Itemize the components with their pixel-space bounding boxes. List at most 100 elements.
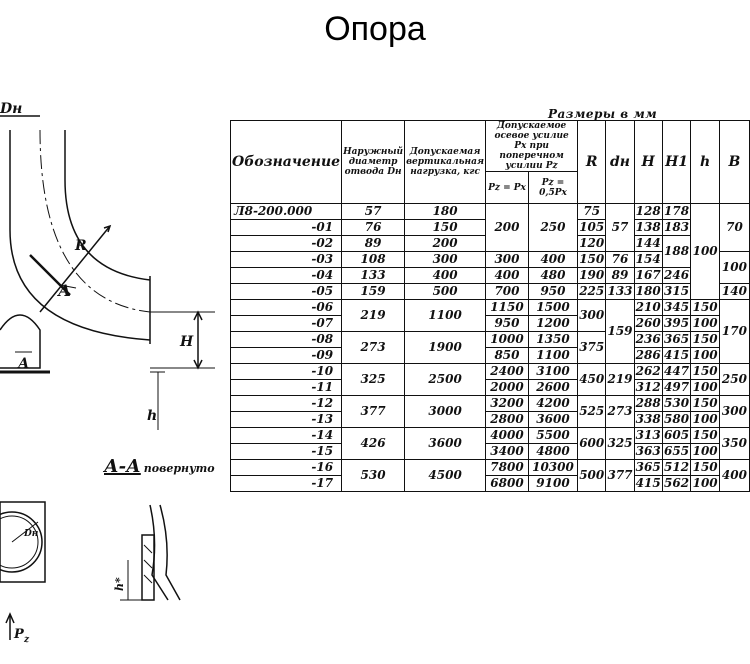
col-vertical-load: Допускаемая вертикальная нагрузка, кгс xyxy=(404,120,487,204)
h-arrow-bottom xyxy=(193,359,203,370)
pz-subscript: z xyxy=(23,635,30,645)
plan-view-frame xyxy=(0,501,46,583)
px-half-cell: 3600 xyxy=(527,411,579,428)
designation-cell: -16 xyxy=(229,459,343,476)
section-a-leader xyxy=(59,284,77,289)
designation-cell: -04 xyxy=(229,267,343,284)
px-half-cell: 4200 xyxy=(527,395,579,412)
b-cell: 170 xyxy=(718,299,750,364)
px-half-cell: 400 xyxy=(527,251,579,268)
small-h-cell: 100 xyxy=(690,443,720,460)
vertical-load-cell: 500 xyxy=(404,283,487,300)
col-designation: Обозначение xyxy=(229,120,343,204)
r-cell: 450 xyxy=(577,363,607,396)
designation-cell: -13 xyxy=(229,411,343,428)
h1-cell: 415 xyxy=(661,347,692,364)
vertical-load-cell: 1900 xyxy=(404,331,487,364)
b-cell: 100 xyxy=(718,251,750,284)
big-h-cell: 338 xyxy=(633,411,663,428)
h1-cell: 315 xyxy=(661,283,692,300)
outer-diameter-cell: 57 xyxy=(341,203,406,220)
dn-inner-cell: 273 xyxy=(605,395,635,428)
small-h-cell: 150 xyxy=(690,299,720,316)
px-eq-cell: 2800 xyxy=(485,411,529,428)
px-eq-cell: 850 xyxy=(485,347,529,364)
r-cell: 75 xyxy=(577,203,607,220)
support-drawing: Dн R А А H h Dн P z h* xyxy=(0,101,215,645)
designation-cell: -05 xyxy=(229,283,343,300)
section-hatch-3 xyxy=(143,574,153,584)
h1-cell: 530 xyxy=(661,395,692,412)
vertical-load-cell: 300 xyxy=(404,251,487,268)
designation-cell: -07 xyxy=(229,315,343,332)
dn-inner-cell: 133 xyxy=(605,283,635,300)
dn-inner-cell: 159 xyxy=(605,299,635,364)
px-eq-cell: 950 xyxy=(485,315,529,332)
big-h-cell: 144 xyxy=(633,235,663,252)
outer-diameter-cell: 377 xyxy=(341,395,406,428)
section-a-label-top: А xyxy=(57,281,71,300)
vertical-load-cell: 150 xyxy=(404,219,487,236)
col-dn: dн xyxy=(605,120,635,204)
plan-view-inner-circle xyxy=(0,515,39,569)
big-h-cell: 128 xyxy=(633,203,663,220)
section-label: А-А xyxy=(104,456,141,477)
r-cell: 525 xyxy=(577,395,607,428)
px-half-cell: 10300 xyxy=(527,459,579,476)
h1-cell: 178 xyxy=(661,203,692,220)
r-cell: 600 xyxy=(577,427,607,460)
r-label: R xyxy=(74,238,87,254)
b-cell: 140 xyxy=(718,283,750,300)
px-eq-cell: 300 xyxy=(485,251,529,268)
col-axial-force: Допускаемое осевое усилие Px при попереч… xyxy=(485,120,579,172)
vertical-load-cell: 4500 xyxy=(404,459,487,492)
r-cell: 120 xyxy=(577,235,607,252)
r-cell: 300 xyxy=(577,299,607,332)
vertical-load-cell: 1100 xyxy=(404,299,487,332)
big-h-cell: 262 xyxy=(633,363,663,380)
outer-diameter-cell: 89 xyxy=(341,235,406,252)
h1-cell: 605 xyxy=(661,427,692,444)
r-cell: 500 xyxy=(577,459,607,492)
units-caption: Размеры в мм xyxy=(548,107,658,121)
outer-diameter-cell: 76 xyxy=(341,219,406,236)
px-eq-cell: 3400 xyxy=(485,443,529,460)
px-eq-cell: 1150 xyxy=(485,299,529,316)
h1-cell: 365 xyxy=(661,331,692,348)
support-pad xyxy=(0,314,41,369)
outer-diameter-cell: 159 xyxy=(341,283,406,300)
px-eq-cell: 1000 xyxy=(485,331,529,348)
designation-cell: -03 xyxy=(229,251,343,268)
r-cell: 190 xyxy=(577,267,607,284)
section-rib xyxy=(141,534,155,601)
vertical-load-cell: 400 xyxy=(404,267,487,284)
designation-cell: -10 xyxy=(229,363,343,380)
outer-diameter-cell: 133 xyxy=(341,267,406,284)
px-half-cell: 480 xyxy=(527,267,579,284)
h-small-label: h xyxy=(147,408,157,424)
px-half-cell: 5500 xyxy=(527,427,579,444)
outer-diameter-cell: 108 xyxy=(341,251,406,268)
small-h-cell: 150 xyxy=(690,395,720,412)
h1-cell: 512 xyxy=(661,459,692,476)
designation-cell: -14 xyxy=(229,427,343,444)
plan-view-pipe-circle xyxy=(0,511,43,573)
r-cell: 150 xyxy=(577,251,607,268)
small-h-cell: 150 xyxy=(690,427,720,444)
small-h-cell: 100 xyxy=(690,347,720,364)
vertical-load-cell: 2500 xyxy=(404,363,487,396)
px-half-cell: 2600 xyxy=(527,379,579,396)
col-r: R xyxy=(577,120,607,204)
elbow-centerline xyxy=(39,129,151,313)
big-h-cell: 363 xyxy=(633,443,663,460)
dn-inner-cell: 325 xyxy=(605,427,635,460)
h1-cell: 655 xyxy=(661,443,692,460)
px-eq-cell: 6800 xyxy=(485,475,529,492)
small-h-cell: 100 xyxy=(690,475,720,492)
big-h-cell: 180 xyxy=(633,283,663,300)
section-note: повернуто xyxy=(143,462,215,475)
small-h-cell: 100 xyxy=(690,315,720,332)
h-star-label: h* xyxy=(113,577,126,591)
h1-cell: 183 xyxy=(661,219,692,236)
dn-inner-cell: 219 xyxy=(605,363,635,396)
